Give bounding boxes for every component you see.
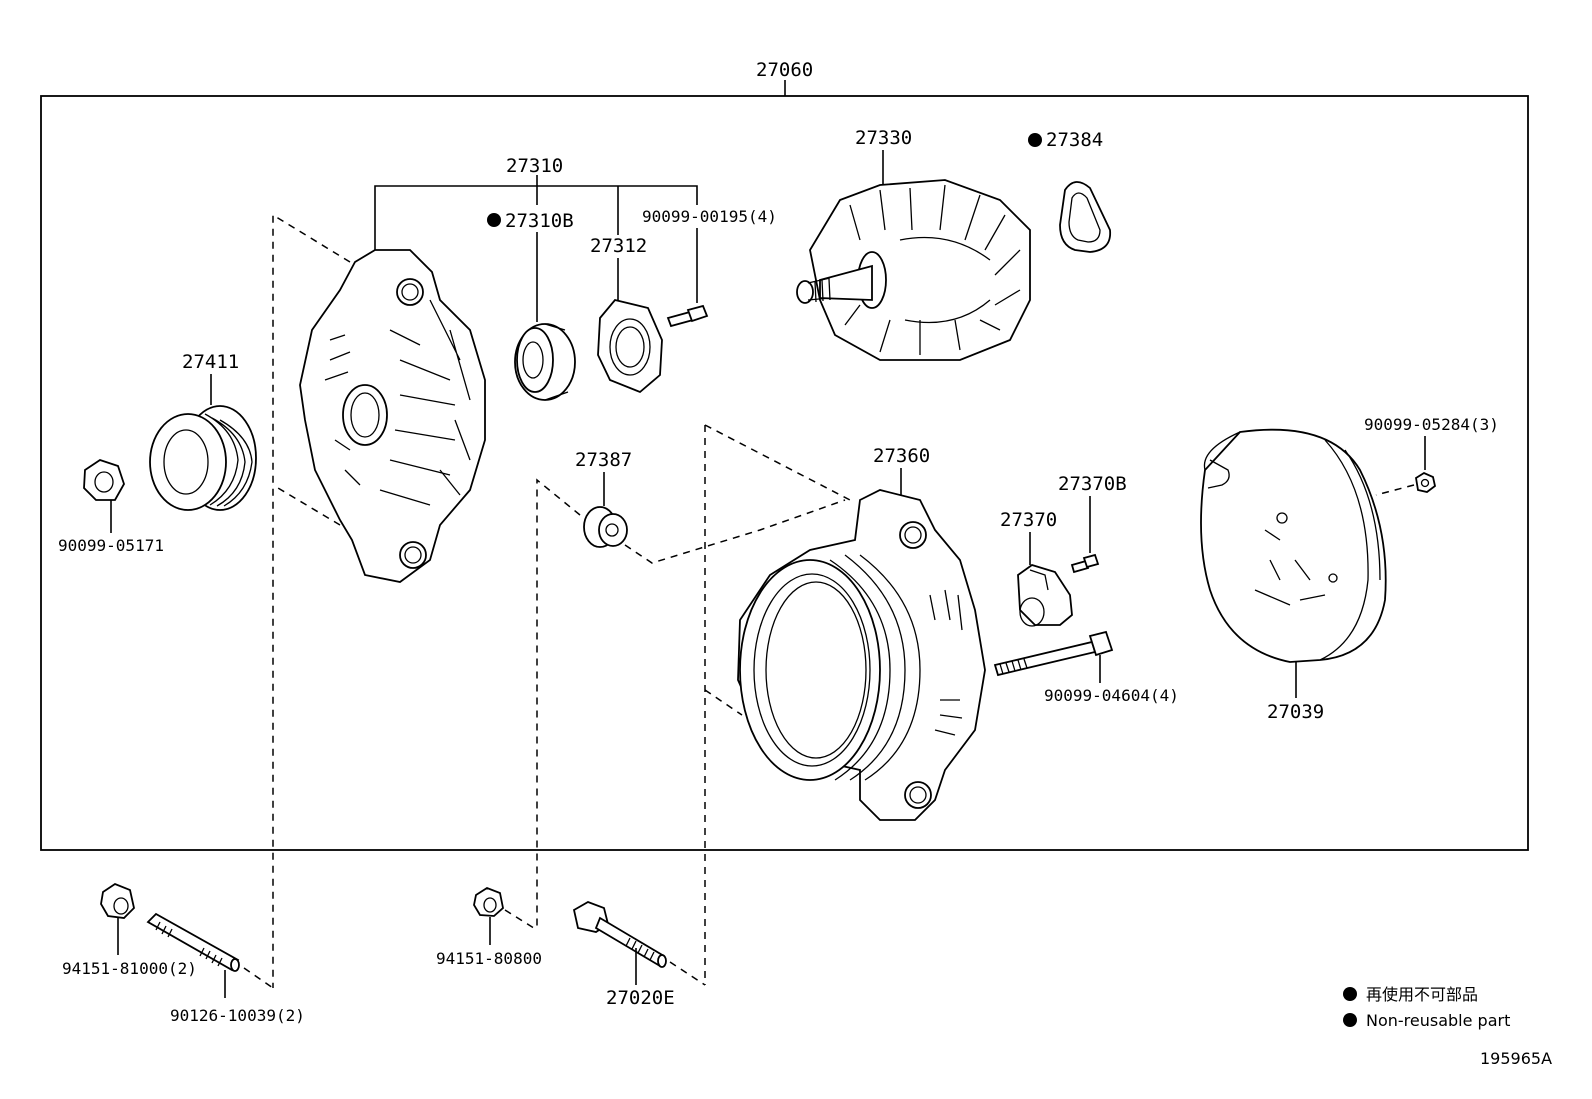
label-90099-05284: 90099-05284(3) <box>1364 415 1499 434</box>
ring-27384 <box>1059 181 1112 253</box>
figure-id: 195965A <box>1480 1049 1552 1068</box>
label-90099-00195: 90099-00195(4) <box>642 207 777 226</box>
brush-holder-27370 <box>1017 564 1073 627</box>
label-27310: 27310 <box>506 155 563 177</box>
nut-94151-81000 <box>100 882 135 919</box>
label-27020E: 27020E <box>606 987 675 1009</box>
rear-cover-27039 <box>1200 428 1387 663</box>
label-90126-10039: 90126-10039(2) <box>170 1006 305 1025</box>
label-27411: 27411 <box>182 351 239 373</box>
label-27370B: 27370B <box>1058 473 1127 495</box>
bolt-27020E <box>572 901 667 968</box>
label-27370: 27370 <box>1000 509 1057 531</box>
label-90099-05171: 90099-05171 <box>58 536 164 555</box>
stud-90126-10039 <box>146 912 240 972</box>
nut-90099-05284 <box>1415 471 1437 493</box>
nut-94151-80800 <box>473 886 504 917</box>
nut-90099-05171 <box>83 459 125 501</box>
label-90099-04604: 90099-04604(4) <box>1044 686 1179 705</box>
legend-dot-english <box>1343 1013 1357 1027</box>
label-27330: 27330 <box>855 127 912 149</box>
label-27360: 27360 <box>873 445 930 467</box>
label-94151-81000: 94151-81000(2) <box>62 959 197 978</box>
bolt-90099-04604 <box>993 630 1114 677</box>
rotor-27330 <box>796 179 1031 361</box>
label-27312: 27312 <box>590 235 647 257</box>
label-27060: 27060 <box>756 59 813 81</box>
insulator-27387 <box>583 506 628 548</box>
label-27039: 27039 <box>1267 701 1324 723</box>
retainer-27312 <box>597 298 663 394</box>
legend-dot-japanese <box>1343 987 1357 1001</box>
drive-end-frame <box>299 249 486 583</box>
label-27310B: 27310B <box>505 210 574 232</box>
screw-90099-00195 <box>666 304 709 328</box>
screw-27370B <box>1070 553 1100 574</box>
non-reusable-dot-27384 <box>1028 133 1042 147</box>
rectifier-end-frame-27360 <box>737 489 986 821</box>
pulley-27411 <box>149 405 257 511</box>
bearing-27310B <box>514 323 576 401</box>
legend-label-english: Non-reusable part <box>1366 1011 1510 1030</box>
label-94151-80800: 94151-80800 <box>436 949 542 968</box>
legend: 再使用不可部品 Non-reusable part <box>1343 985 1510 1030</box>
label-27384: 27384 <box>1046 129 1103 151</box>
non-reusable-dot-27310B <box>487 213 501 227</box>
label-27387: 27387 <box>575 449 632 471</box>
legend-label-japanese: 再使用不可部品 <box>1366 985 1478 1004</box>
